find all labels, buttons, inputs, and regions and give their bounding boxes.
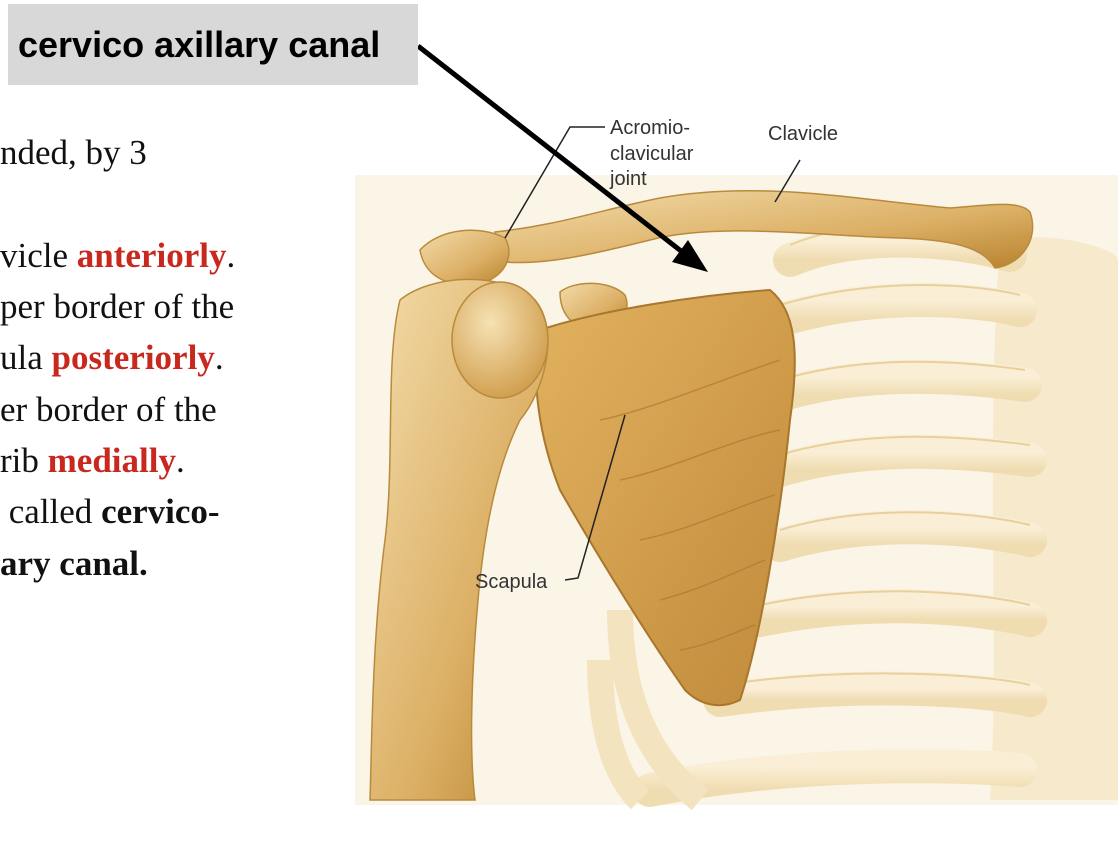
text-line-2-plain: vicle (0, 236, 77, 275)
text-line-7-plain: called (0, 492, 102, 531)
scapula-leader-line (564, 414, 626, 581)
text-line-8: ary canal. (0, 546, 148, 581)
clavicle-leader-line (774, 159, 801, 203)
label-acromio-line1: Acromio- (610, 117, 690, 139)
text-line-3-plain: per border of the (0, 287, 235, 326)
acromioclavicular-leader-line (504, 126, 605, 239)
text-line-4-after: . (214, 338, 224, 377)
callout-title-box: cervico axillary canal (8, 4, 418, 85)
callout-title: cervico axillary canal (18, 23, 381, 65)
text-line-1: nded, by 3 (0, 135, 147, 170)
label-acromio-line2: clavicular (610, 143, 694, 165)
label-clavicle: Clavicle (768, 123, 838, 145)
text-line-4-plain: ula (0, 338, 52, 377)
text-line-1-plain: nded, by 3 (0, 133, 147, 172)
label-scapula: Scapula (475, 571, 548, 593)
callout-arrow-line (416, 44, 692, 260)
label-acromio-line3: joint (609, 168, 647, 190)
text-line-6: rib medially. (0, 443, 185, 478)
acromion (419, 229, 510, 286)
text-line-4: ula posteriorly. (0, 340, 224, 375)
text-line-5-plain: er border of the (0, 390, 217, 429)
callout-arrow-head (672, 240, 708, 272)
text-line-5: er border of the (0, 392, 217, 427)
text-line-7-bold: cervico- (101, 492, 220, 531)
text-line-4-emph: posteriorly (51, 338, 215, 377)
text-line-2-emph: anteriorly (76, 236, 227, 275)
text-line-6-plain: rib (0, 441, 48, 480)
text-line-6-after: . (175, 441, 185, 480)
text-line-3: per border of the (0, 289, 234, 324)
text-line-7: called cervico- (0, 494, 220, 529)
text-line-2-after: . (226, 236, 236, 275)
text-line-8-bold: ary canal. (0, 544, 148, 583)
text-line-2: vicle anteriorly. (0, 238, 235, 273)
humeral-head (451, 281, 549, 399)
text-line-6-emph: medially (47, 441, 176, 480)
scapula-bone (535, 288, 796, 707)
